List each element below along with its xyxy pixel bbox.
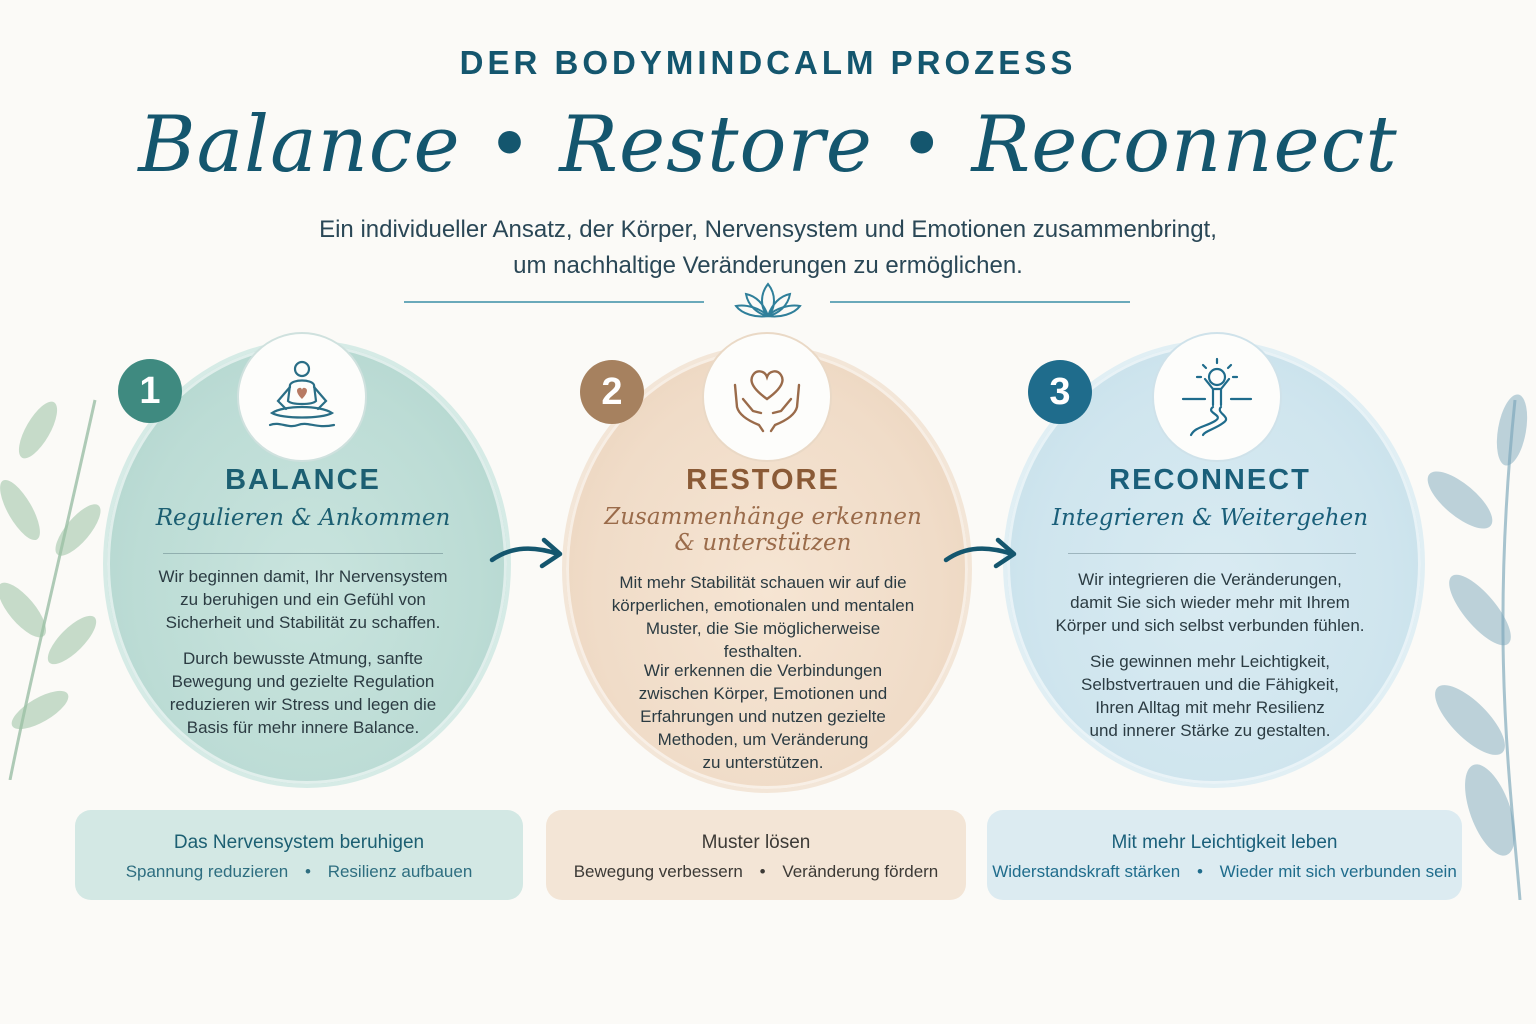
step-3-subtitle: Integrieren & Weitergehen — [1051, 505, 1369, 531]
line: zu beruhigen und ein Gefühl von — [180, 590, 426, 609]
step-2-title: RESTORE — [686, 464, 840, 496]
bullet: • — [305, 862, 311, 881]
step-3-summary-box: Mit mehr Leichtigkeit leben Widerstandsk… — [987, 810, 1462, 900]
line: Erfahrungen und nutzen gezielte — [640, 707, 886, 726]
step-2-paragraph-2: Wir erkennen die Verbindungen zwischen K… — [562, 659, 964, 774]
arrow-right-icon — [489, 537, 563, 569]
step-3-paragraph-1: Wir integrieren die Veränderungen, damit… — [1003, 568, 1417, 637]
step-3-paragraph-2: Sie gewinnen mehr Leichtigkeit, Selbstve… — [1003, 650, 1417, 742]
intro-text: Ein individueller Ansatz, der Körper, Ne… — [0, 212, 1536, 284]
step-3-icon-ring — [1152, 332, 1282, 462]
line: Sie gewinnen mehr Leichtigkeit, — [1089, 652, 1331, 671]
line: Mit mehr Stabilität schauen wir auf die — [619, 573, 907, 592]
divider-left — [404, 301, 704, 303]
step-3-box-items: Widerstandskraft stärken • Wieder mit si… — [987, 862, 1462, 882]
line: Basis für mehr innere Balance. — [186, 718, 420, 737]
line: Selbstvertrauen und die Fähigkeit, — [1081, 675, 1339, 694]
bullet: • — [1196, 862, 1203, 881]
line: körperlichen, emotionalen und mentalen — [611, 596, 915, 615]
bullet: • — [759, 862, 766, 881]
step-1-subtitle: Regulieren & Ankommen — [155, 505, 451, 531]
step-2-subtitle: Zusammenhänge erkennen & unterstützen — [562, 504, 964, 556]
divider-right — [830, 301, 1130, 303]
leaf-branch-right-decoration — [1427, 394, 1528, 900]
step-1-box-title: Das Nervensystem beruhigen — [173, 832, 425, 853]
box-item: Widerstandskraft stärken — [992, 862, 1181, 881]
subtitle-line-2: & unterstützen — [674, 530, 852, 556]
box-item: Veränderung fördern — [782, 862, 939, 881]
line: Wir beginnen damit, Ihr Nervensystem — [158, 567, 448, 586]
person-sunrise-path-icon — [1181, 357, 1253, 437]
step-1-icon-ring — [237, 332, 367, 462]
line: zu unterstützen. — [702, 753, 824, 772]
line: Wir erkennen die Verbindungen — [643, 661, 883, 680]
lotus-icon — [734, 282, 802, 318]
box-item: Resilienz aufbauen — [327, 862, 473, 881]
box-item: Spannung reduzieren — [125, 862, 289, 881]
step-3-title: RECONNECT — [1109, 464, 1311, 496]
leaf-branch-left-decoration — [0, 399, 101, 780]
line: damit Sie sich wieder mehr mit Ihrem — [1070, 593, 1350, 612]
meditation-heart-icon — [268, 360, 336, 428]
line: Sicherheit und Stabilität zu schaffen. — [165, 613, 441, 632]
box-item: Wieder mit sich verbunden sein — [1219, 862, 1457, 881]
step-1-title: BALANCE — [225, 464, 381, 496]
eyebrow-title: DER BODYMINDCALM PROZESS — [459, 44, 1077, 81]
step-1-badge: 1 — [118, 359, 182, 423]
step-1-paragraph-1: Wir beginnen damit, Ihr Nervensystem zu … — [103, 565, 503, 634]
line: zwischen Körper, Emotionen und — [638, 684, 888, 703]
intro-line-2: um nachhaltige Veränderungen zu ermöglic… — [513, 252, 1023, 279]
step-1-box-items: Spannung reduzieren • Resilienz aufbauen — [75, 862, 523, 882]
step-3-divider — [1068, 553, 1356, 554]
step-2-circle — [562, 345, 972, 793]
step-1-paragraph-2: Durch bewusste Atmung, sanfte Bewegung u… — [103, 647, 503, 739]
script-title: Balance • Restore • Reconnect — [138, 100, 1398, 190]
line: Wir integrieren die Veränderungen, — [1078, 570, 1342, 589]
line: Körper und sich selbst verbunden fühlen. — [1055, 616, 1365, 635]
arrow-right-icon — [943, 537, 1017, 569]
step-1-divider — [163, 553, 443, 554]
hands-heart-icon — [733, 370, 801, 433]
intro-line-1: Ein individueller Ansatz, der Körper, Ne… — [319, 216, 1217, 243]
step-2-paragraph-1: Mit mehr Stabilität schauen wir auf die … — [562, 571, 964, 663]
line: Durch bewusste Atmung, sanfte — [182, 649, 424, 668]
step-3-box-title: Mit mehr Leichtigkeit leben — [1111, 832, 1338, 853]
step-3-badge: 3 — [1028, 360, 1092, 424]
line: Muster, die Sie möglicherweise — [645, 619, 881, 638]
line: festhalten. — [723, 642, 803, 661]
line: Methoden, um Veränderung — [657, 730, 869, 749]
line: reduzieren wir Stress und legen die — [169, 695, 437, 714]
step-2-box-items: Bewegung verbessern • Veränderung förder… — [546, 862, 966, 882]
step-2-box-title: Muster lösen — [701, 832, 811, 853]
step-1-summary-box: Das Nervensystem beruhigen Spannung redu… — [75, 810, 523, 900]
subtitle-line-1: Zusammenhänge erkennen — [604, 504, 922, 530]
step-2-icon-ring — [702, 332, 832, 462]
step-2-summary-box: Muster lösen Bewegung verbessern • Verän… — [546, 810, 966, 900]
step-2-badge: 2 — [580, 360, 644, 424]
box-item: Bewegung verbessern — [573, 862, 743, 881]
line: und innerer Stärke zu gestalten. — [1089, 721, 1331, 740]
line: Ihren Alltag mit mehr Resilienz — [1095, 698, 1325, 717]
line: Bewegung und gezielte Regulation — [171, 672, 435, 691]
